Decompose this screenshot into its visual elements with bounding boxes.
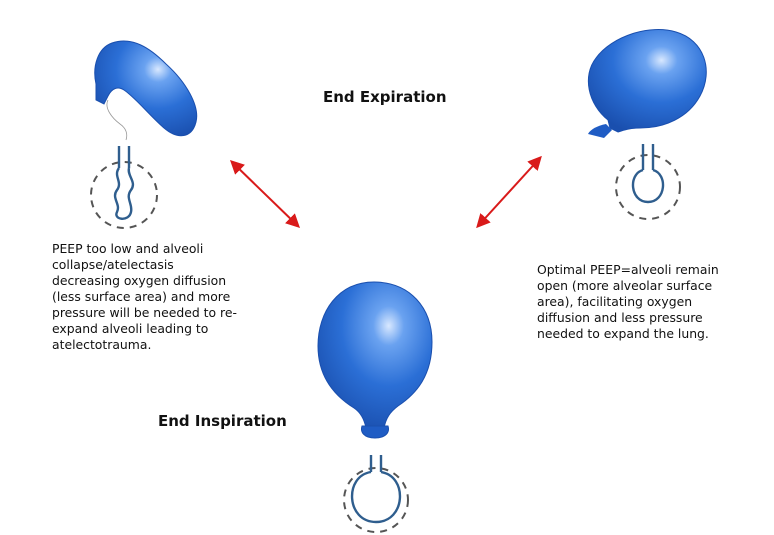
open-alveolus-icon: [615, 144, 681, 220]
low-peep-description: PEEP too low and alveoli collapse/atelec…: [52, 241, 237, 352]
collapsed-balloon-icon: [94, 40, 198, 141]
end-expiration-title: End Expiration: [323, 88, 447, 106]
right-double-arrow-icon: [476, 155, 542, 229]
collapsed-alveolus-icon: [90, 146, 158, 229]
inflated-balloon-icon: [317, 281, 433, 439]
open-balloon-icon: [587, 29, 707, 138]
inflated-alveolus-icon: [343, 455, 409, 533]
optimal-peep-description: Optimal PEEP=alveoli remain open (more a…: [537, 262, 719, 341]
end-inspiration-title: End Inspiration: [158, 412, 287, 430]
left-double-arrow-icon: [229, 160, 301, 228]
